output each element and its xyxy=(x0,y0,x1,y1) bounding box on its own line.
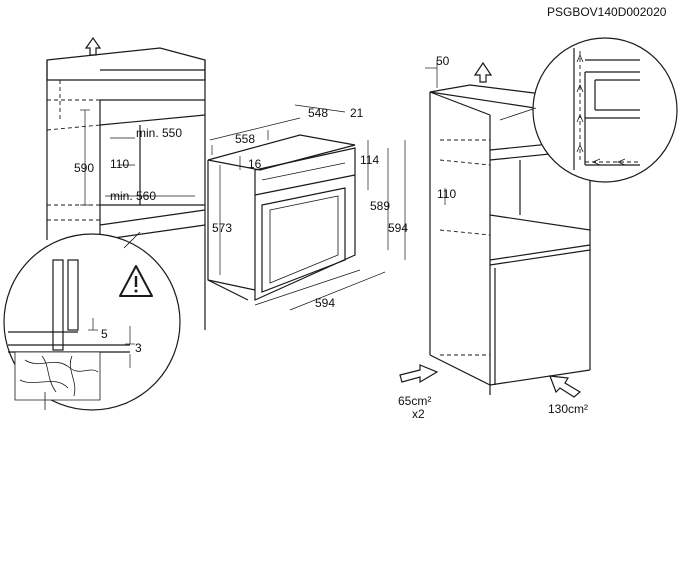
dim-gap: 5 xyxy=(101,327,108,341)
vent-out-area: 130cm² xyxy=(548,402,588,416)
arrow-up-icon xyxy=(84,36,102,56)
vent-in-area: 65cm² xyxy=(398,394,431,408)
dim-oven-depth-body: 548 xyxy=(308,106,328,120)
left-detail-magnifier: 5 3 xyxy=(3,231,181,411)
arrow-up-icon xyxy=(473,61,493,83)
dim-opening-width: min. 560 xyxy=(110,189,156,203)
dim-right-top: 50 xyxy=(436,54,450,68)
dim-oven-inner-height: 589 xyxy=(370,199,390,213)
dim-oven-top-gap: 16 xyxy=(248,157,262,171)
warning-icon xyxy=(119,265,153,297)
oven: 558 548 21 16 573 114 589 594 594 xyxy=(207,104,408,311)
airflow-arrow-icon xyxy=(549,375,582,398)
left-cabinet: 590 min. 550 110 min. 560 xyxy=(46,36,206,330)
dim-oven-front-offset: 114 xyxy=(360,153,379,167)
dim-oven-side-height: 573 xyxy=(212,221,232,235)
figure-code: PSGBOV140D002020 xyxy=(547,5,667,19)
right-detail-magnifier xyxy=(499,37,678,183)
dim-opening-height: min. 550 xyxy=(136,126,182,140)
vent-in-quantity: x2 xyxy=(412,407,425,421)
dim-vent-left: 110 xyxy=(110,157,129,171)
dim-oven-depth-total: 558 xyxy=(235,132,255,146)
dim-step: 3 xyxy=(135,341,142,355)
dim-cabinet-height: 590 xyxy=(74,161,94,175)
dim-oven-front-height: 594 xyxy=(388,221,408,235)
dim-oven-width: 594 xyxy=(315,296,335,310)
dim-vent-right: 110 xyxy=(437,187,456,201)
airflow-arrow-icon xyxy=(399,364,439,384)
dim-oven-door: 21 xyxy=(350,106,364,120)
